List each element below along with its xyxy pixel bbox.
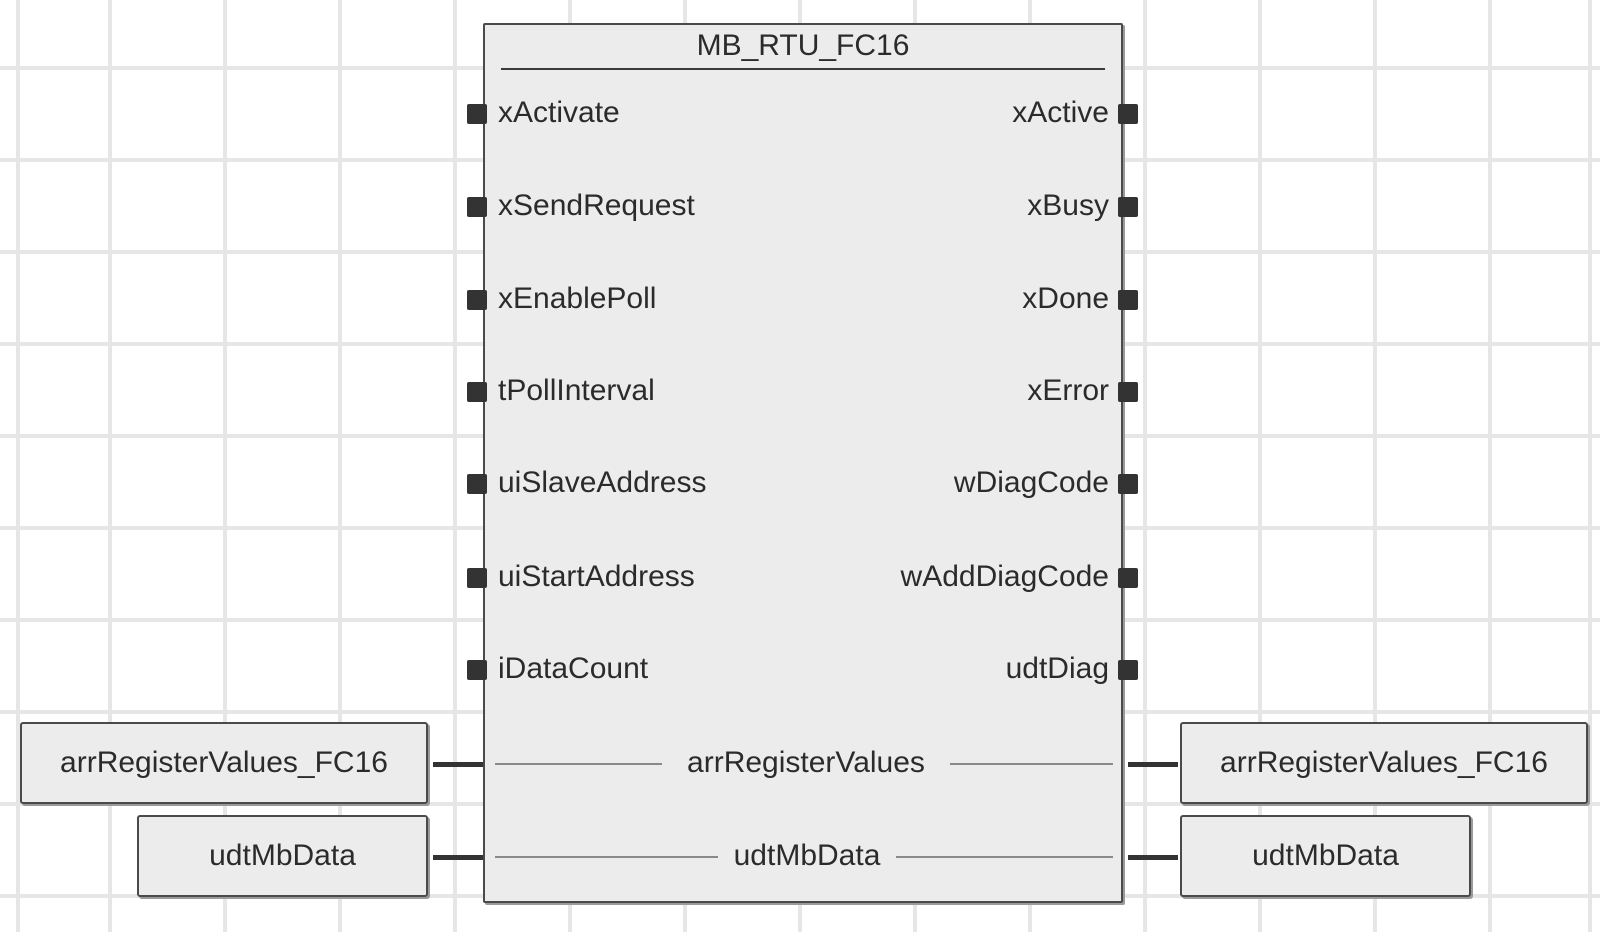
- left-var-udtmbdata[interactable]: udtMbData: [137, 815, 428, 897]
- output-label-xdone: xDone: [1022, 282, 1109, 315]
- block-title: MB_RTU_FC16: [696, 29, 910, 62]
- input-pin-idatacount[interactable]: [467, 660, 487, 680]
- output-pin-udtdiag[interactable]: [1118, 660, 1138, 680]
- input-pin-uislaveaddress[interactable]: [467, 474, 487, 494]
- output-label-wdiagcode: wDiagCode: [953, 466, 1109, 499]
- wire-right-arrregistervalues[interactable]: [1128, 762, 1178, 767]
- input-pin-xactivate[interactable]: [467, 104, 487, 124]
- title-divider: [501, 68, 1105, 70]
- output-label-xbusy: xBusy: [1027, 189, 1109, 222]
- output-pin-wdiagcode[interactable]: [1118, 474, 1138, 494]
- input-label-uistartaddress: uiStartAddress: [498, 560, 695, 593]
- right-var-arrregistervalues-fc16[interactable]: arrRegisterValues_FC16: [1180, 722, 1588, 804]
- output-pin-xerror[interactable]: [1118, 382, 1138, 402]
- wire-left-udtmbdata[interactable]: [433, 855, 483, 860]
- input-pin-xenablepoll[interactable]: [467, 290, 487, 310]
- wire-right-udtmbdata[interactable]: [1128, 855, 1178, 860]
- inout-label-udtmbdata: udtMbData: [718, 839, 896, 873]
- output-pin-xdone[interactable]: [1118, 290, 1138, 310]
- input-pin-uistartaddress[interactable]: [467, 568, 487, 588]
- input-label-xenablepoll: xEnablePoll: [498, 282, 657, 315]
- input-label-tpollinterval: tPollInterval: [498, 374, 655, 407]
- output-pin-wadddiagcode[interactable]: [1118, 568, 1138, 588]
- input-label-uislaveaddress: uiSlaveAddress: [498, 466, 707, 499]
- input-pin-tpollinterval[interactable]: [467, 382, 487, 402]
- wire-left-arrregistervalues[interactable]: [433, 762, 483, 767]
- input-pin-xsendrequest[interactable]: [467, 197, 487, 217]
- output-label-xerror: xError: [1027, 374, 1109, 407]
- input-label-idatacount: iDataCount: [498, 652, 649, 685]
- inout-label-arrregistervalues: arrRegisterValues: [662, 746, 950, 780]
- output-label-xactive: xActive: [1012, 96, 1109, 129]
- output-pin-xbusy[interactable]: [1118, 197, 1138, 217]
- right-var-udtmbdata[interactable]: udtMbData: [1180, 815, 1471, 897]
- left-var-arrregistervalues-fc16[interactable]: arrRegisterValues_FC16: [20, 722, 428, 804]
- input-label-xsendrequest: xSendRequest: [498, 189, 695, 222]
- output-label-wadddiagcode: wAddDiagCode: [900, 560, 1109, 593]
- output-label-udtdiag: udtDiag: [1005, 652, 1109, 685]
- output-pin-xactive[interactable]: [1118, 104, 1138, 124]
- input-label-xactivate: xActivate: [498, 96, 620, 129]
